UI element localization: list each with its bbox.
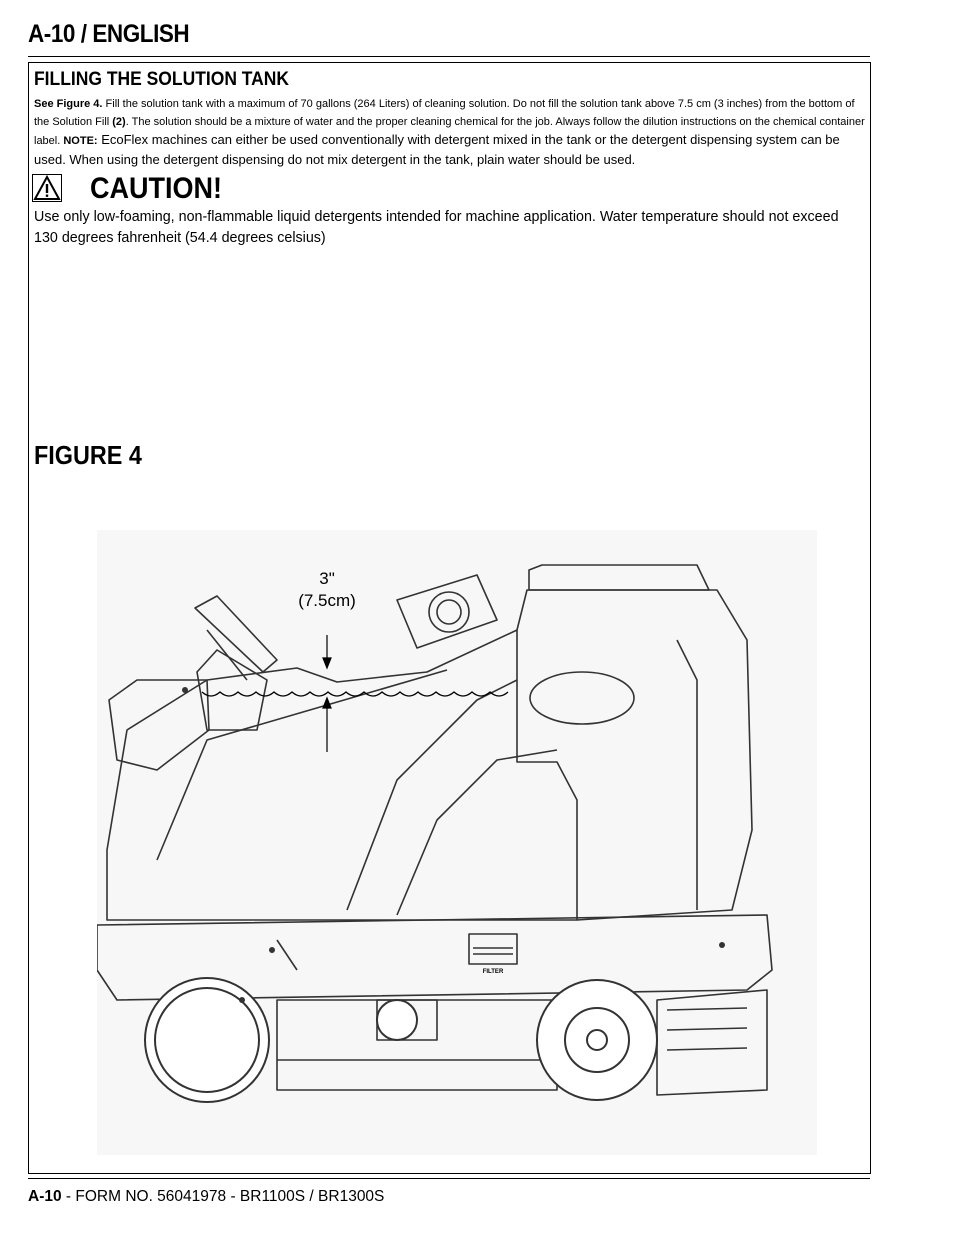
dimension-cm-label: (7.5cm) — [298, 591, 356, 610]
caution-title: CAUTION! — [90, 172, 222, 205]
dimension-inches-label: 3" — [319, 569, 335, 588]
instructions-paragraph: See Figure 4. Fill the solution tank wit… — [34, 96, 869, 170]
page-footer: A-10 - FORM NO. 56041978 - BR1100S / BR1… — [28, 1188, 384, 1206]
header-divider — [28, 56, 870, 57]
instructions-text-a: Fill the solution tank with a maximum of… — [34, 98, 855, 128]
footer-divider — [28, 1178, 870, 1179]
instructions-text-b: . The solution should be a mixture of wa… — [34, 115, 865, 148]
footer-page-number: A-10 — [28, 1188, 62, 1205]
note-text: EcoFlex machines can either be used conv… — [34, 132, 840, 167]
content-frame — [28, 62, 871, 1174]
scrubber-machine-illustration: 3" (7.5cm) FILTER — [97, 530, 817, 1155]
note-label: NOTE: — [63, 135, 98, 147]
figure-reference: See Figure 4. — [34, 98, 103, 110]
figure-title: FIGURE 4 — [34, 440, 142, 470]
section-heading: FILLING THE SOLUTION TANK — [34, 69, 290, 90]
solution-fill-reference: (2) — [112, 115, 126, 128]
filter-decal-label: FILTER — [483, 969, 504, 975]
caution-text: Use only low-foaming, non-flammable liqu… — [34, 209, 839, 246]
page-title: A-10 / ENGLISH — [28, 20, 190, 48]
warning-triangle-icon — [32, 174, 62, 202]
footer-form-number: - FORM NO. 56041978 - BR1100S / BR1300S — [61, 1188, 385, 1205]
